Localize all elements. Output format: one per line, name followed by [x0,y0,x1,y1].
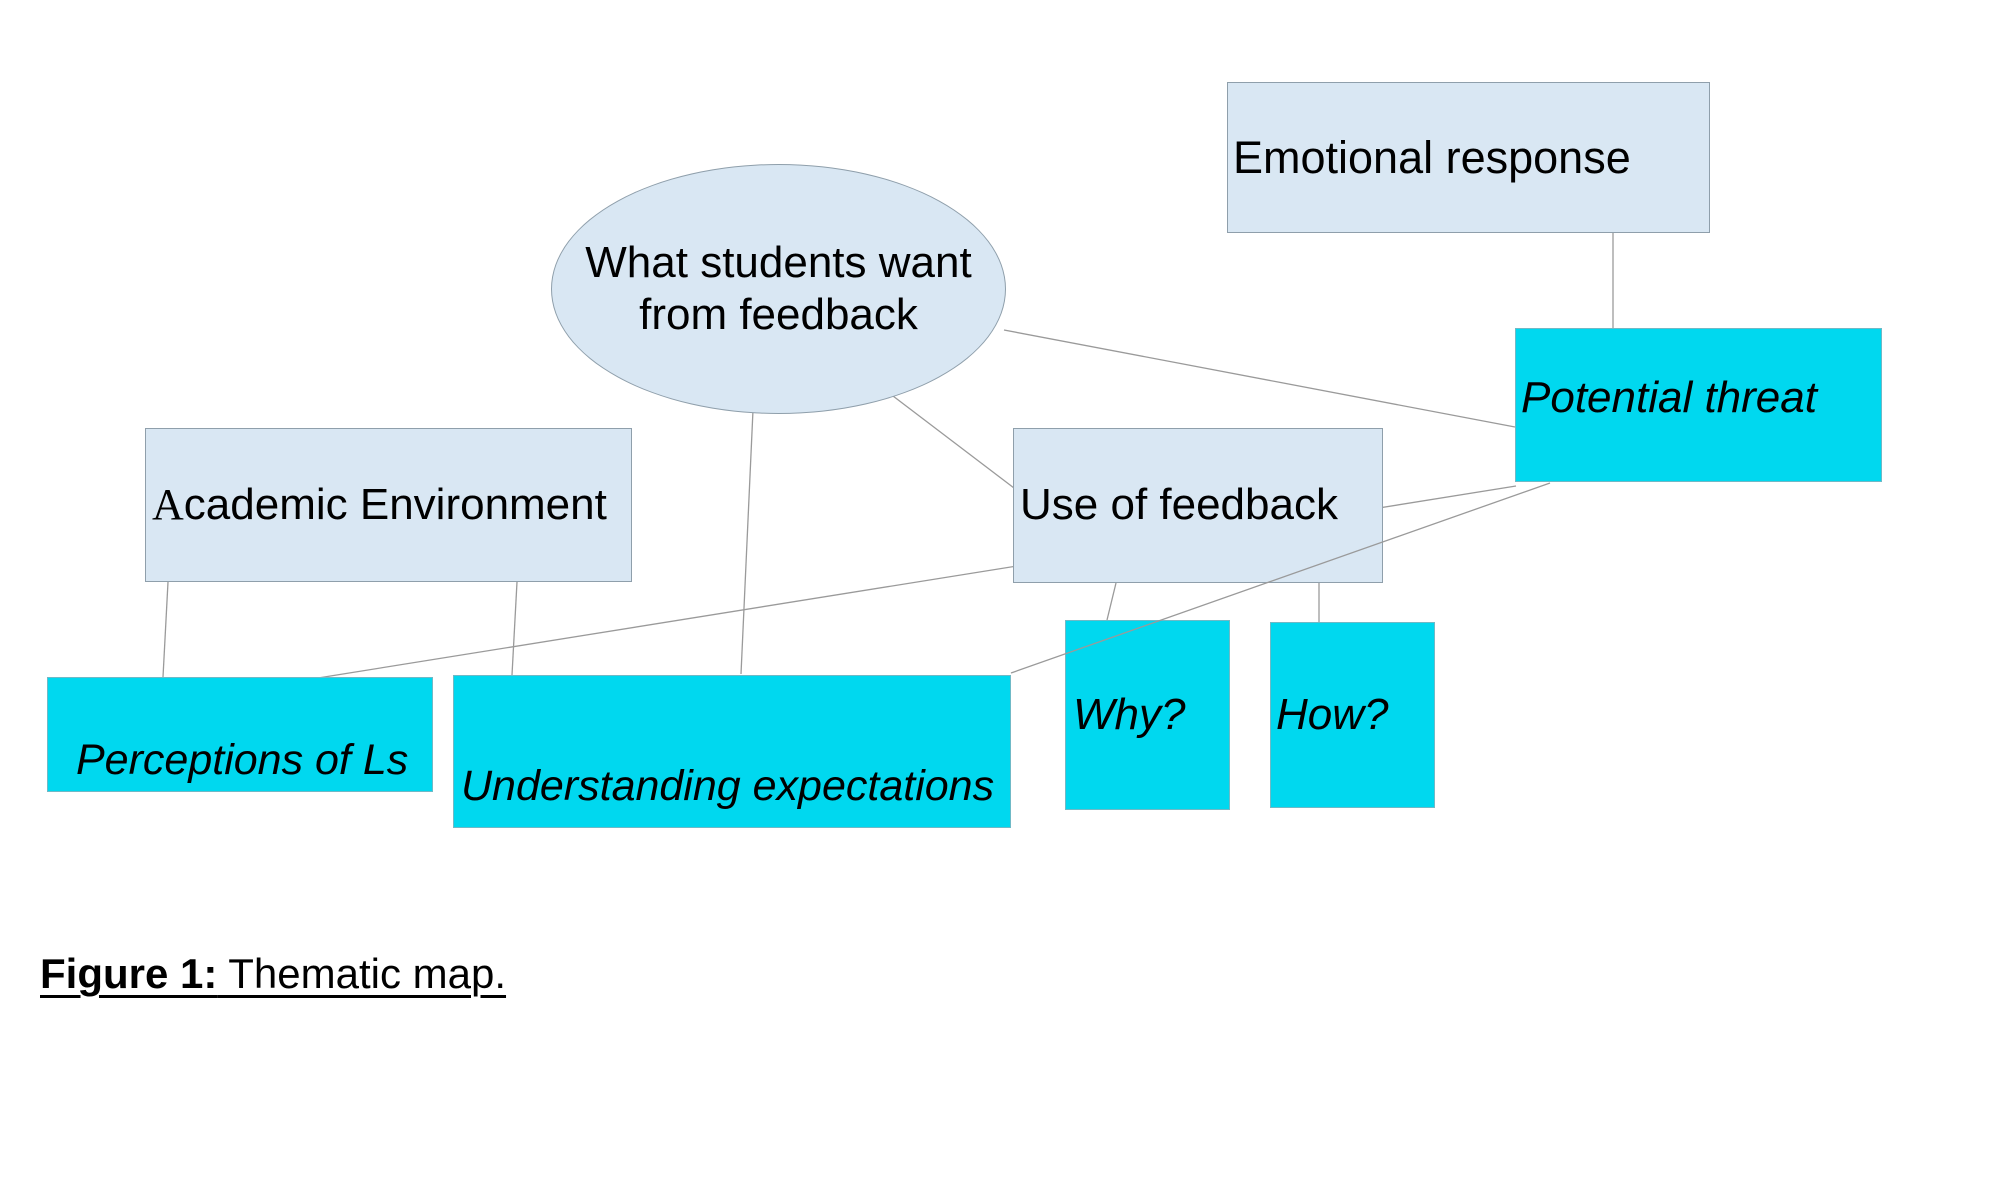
node-use-of-feedback: Use of feedback [1013,428,1383,583]
edge-academic-to-perceptions [162,581,169,678]
edge-central-to-use [892,395,1015,489]
node-emotional-response: Emotional response [1227,82,1710,233]
node-use-of-feedback-label: Use of feedback [1020,480,1338,530]
figure-caption: Figure 1: Thematic map. [40,950,506,998]
node-potential-threat-label: Potential threat [1521,372,1817,422]
node-understanding-expectations: Understanding expectations [453,675,1011,828]
edge-use-to-why [1106,582,1117,621]
edge-central-to-understanding [740,409,754,675]
academic-label-rest: cademic Environment [183,479,607,529]
node-emotional-response-label: Emotional response [1233,131,1631,183]
figure-caption-number: Figure 1: [40,950,218,997]
node-how: How? [1270,622,1435,808]
edge-academic-to-understanding [511,581,518,676]
node-perceptions-of-ls: Perceptions of Ls [47,677,433,792]
node-academic-environment: Academic Environment [145,428,632,582]
node-understanding-expectations-label: Understanding expectations [461,761,995,810]
node-what-students-want-label-line1: What students want [585,238,972,288]
node-potential-threat: Potential threat [1515,328,1882,482]
node-what-students-want-label-line2: from feedback [639,290,918,339]
edge-central-to-potential [1003,329,1516,428]
node-what-students-want: What students want from feedback [551,164,1006,414]
node-how-label: How? [1276,689,1389,739]
node-why: Why? [1065,620,1230,810]
node-perceptions-of-ls-label: Perceptions of Ls [76,735,409,784]
node-why-label: Why? [1073,689,1186,739]
figure-caption-text: Figure 1: Thematic map. [40,950,506,997]
node-academic-environment-label: Academic Environment [152,480,607,531]
academic-serif-initial: A [152,479,184,529]
figure-caption-title: Thematic map. [217,950,507,997]
